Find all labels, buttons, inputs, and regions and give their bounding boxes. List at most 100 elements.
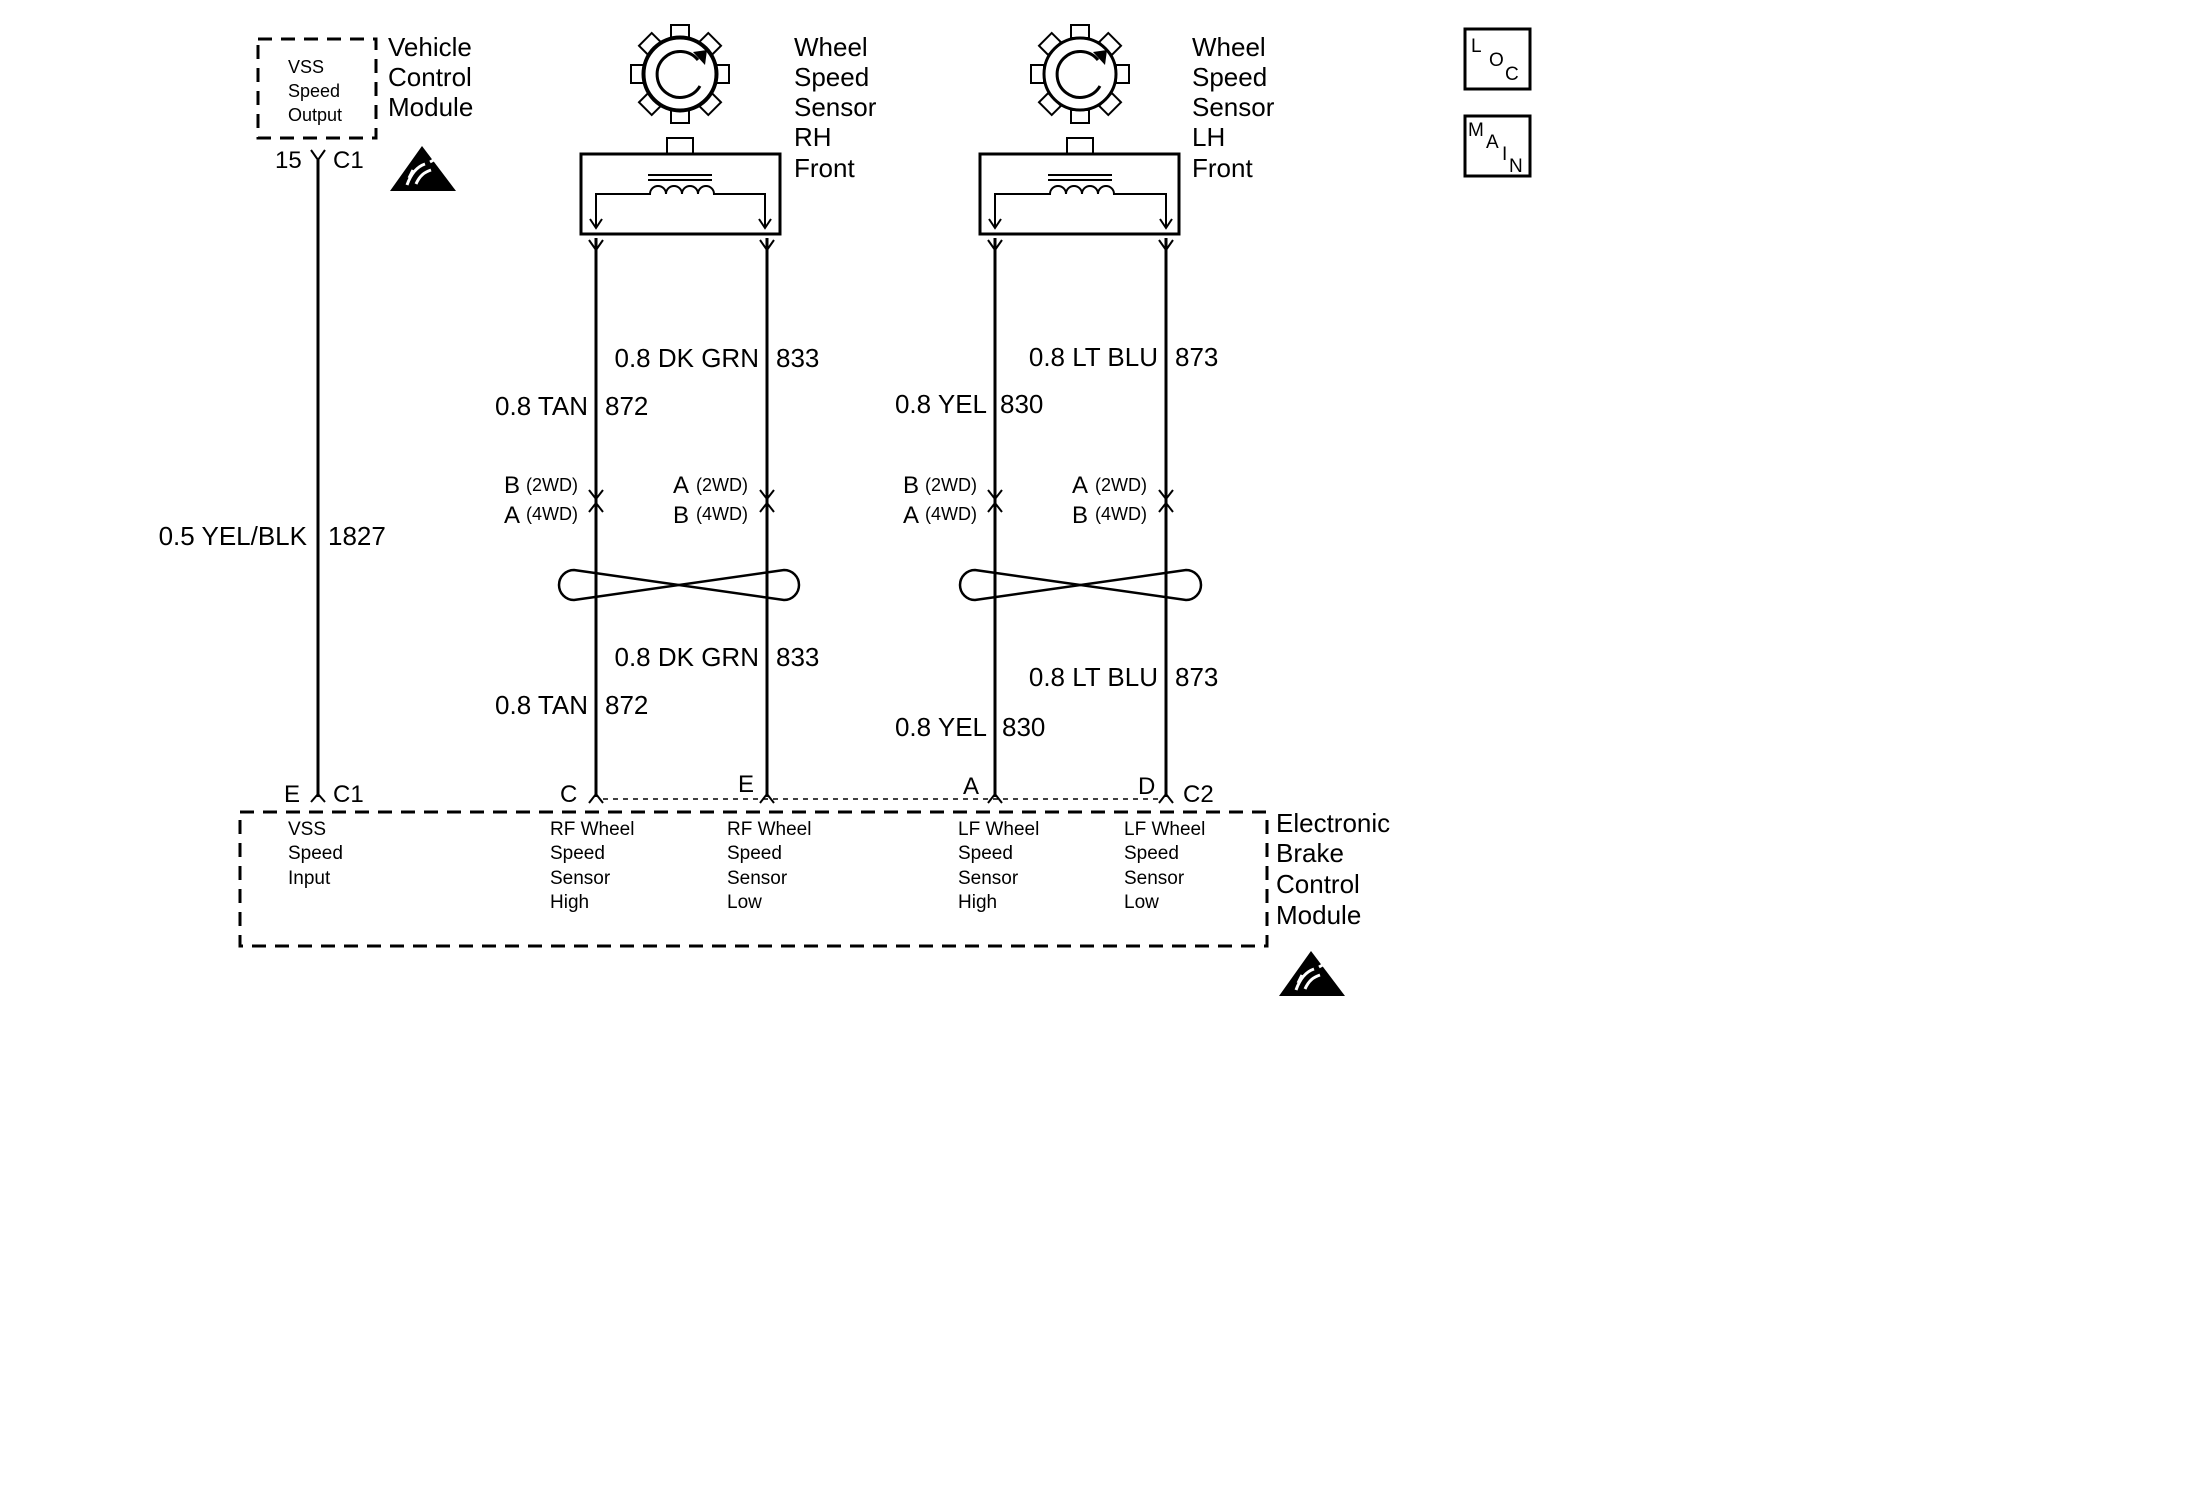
- ebcm-input-lf-low-line-3: Sensor: [1124, 868, 1185, 889]
- main-letter-2: A: [1486, 132, 1499, 153]
- vcm-box: [256, 37, 378, 140]
- ebcm-input-rf-high-line-4: High: [550, 892, 589, 913]
- main-button[interactable]: M A I N: [1463, 114, 1532, 178]
- sensor-lh-label-line-4: LH: [1192, 122, 1225, 152]
- rh-low-pin-4wd: B: [673, 502, 689, 529]
- ebcm-input-lf-high-line-2: Speed: [958, 843, 1013, 864]
- inline-connector-lh-high: [987, 489, 1003, 513]
- loc-letter-2: O: [1489, 50, 1504, 71]
- lh-high-lower-gauge-color: 0.8 YEL: [895, 712, 987, 742]
- ebcm-input-rf-high-line-1: RF Wheel: [550, 819, 634, 840]
- sensor-rh-label-line-1: Wheel: [794, 32, 868, 62]
- inline-connector-lh-low: [1158, 489, 1174, 513]
- lh-low-variant-2wd: (2WD): [1095, 475, 1147, 495]
- ebcm-connector-c2: C2: [1183, 781, 1214, 808]
- vcm-internal-line-2: Speed: [288, 81, 340, 101]
- rh-low-variant-4wd: (4WD): [696, 504, 748, 524]
- vss-wire-gauge-color: 0.5 YEL/BLK: [159, 521, 308, 551]
- ebcm-box: [238, 810, 1269, 948]
- rh-low-upper-gauge-color: 0.8 DK GRN: [615, 343, 760, 373]
- electronic-brake-control-module: E C1 C E A D C2 VSS Speed Input RF Wheel…: [238, 771, 1390, 996]
- lh-high-pin-4wd: A: [903, 502, 919, 529]
- lh-high-variant-4wd: (4WD): [925, 504, 977, 524]
- rh-high-pin-4wd: A: [504, 502, 520, 529]
- sensor-lh-label-line-5: Front: [1192, 153, 1253, 183]
- terminal-rh-high-bottom: [588, 792, 604, 804]
- vcm-pin: 15: [275, 147, 302, 174]
- loc-button[interactable]: L O C: [1463, 27, 1532, 91]
- lh-high-variant-2wd: (2WD): [925, 475, 977, 495]
- main-letter-3: I: [1502, 144, 1507, 165]
- vcm-internal-line-1: VSS: [288, 57, 324, 77]
- wiring-diagram: VSS Speed Output Vehicle Control Module …: [159, 24, 1532, 996]
- ebcm-label-line-3: Control: [1276, 869, 1360, 899]
- sensor-rh-label-line-5: Front: [794, 153, 855, 183]
- ebcm-input-rf-low-line-3: Sensor: [727, 868, 788, 889]
- twisted-pair-rh-icon: [557, 568, 801, 602]
- sensor-lh-label-line-2: Speed: [1192, 62, 1267, 92]
- sensor-lh-label-line-3: Sensor: [1192, 92, 1275, 122]
- esd-warning-icon: [390, 146, 456, 191]
- ebcm-connector-c1: C1: [333, 781, 364, 808]
- vcm-label-line-1: Vehicle: [388, 32, 472, 62]
- vcm-label-line-2: Control: [388, 62, 472, 92]
- sensor-lh-coil-icon: [988, 174, 1173, 230]
- lh-low-upper-circuit: 873: [1175, 342, 1218, 372]
- terminal-lh-low-top: [1158, 239, 1174, 252]
- sensor-rh-coil-icon: [589, 174, 772, 230]
- ebcm-pin-lf-low: D: [1138, 773, 1155, 800]
- inline-connector-rh-low: [759, 489, 775, 513]
- vss-wire-circuit: 1827: [328, 521, 386, 551]
- lh-low-lower-gauge-color: 0.8 LT BLU: [1029, 662, 1158, 692]
- ebcm-input-vss-line-2: Speed: [288, 843, 343, 864]
- terminal-rh-high-top: [588, 239, 604, 252]
- ebcm-input-rf-low-line-1: RF Wheel: [727, 819, 811, 840]
- sensor-wires: [557, 238, 1203, 804]
- ebcm-input-rf-high-line-2: Speed: [550, 843, 605, 864]
- lh-high-lower-circuit: 830: [1002, 712, 1045, 742]
- terminal-rh-low-top: [759, 239, 775, 252]
- vss-circuit: 0.5 YEL/BLK 1827: [159, 149, 386, 803]
- twisted-pair-lh-icon: [958, 568, 1203, 602]
- lower-wire-labels: 0.8 TAN 872 0.8 DK GRN 833 0.8 YEL 830 0…: [495, 642, 1218, 742]
- ebcm-input-rf-low-line-4: Low: [727, 892, 762, 913]
- ebcm-input-lf-low-line-4: Low: [1124, 892, 1159, 913]
- sensor-rh-label-line-3: Sensor: [794, 92, 877, 122]
- ebcm-input-lf-low-line-2: Speed: [1124, 843, 1179, 864]
- sensor-rh-label-line-2: Speed: [794, 62, 869, 92]
- ebcm-label-line-1: Electronic: [1276, 808, 1390, 838]
- vehicle-control-module: VSS Speed Output Vehicle Control Module …: [256, 32, 473, 191]
- ebcm-input-lf-high-line-3: Sensor: [958, 868, 1019, 889]
- lh-low-lower-circuit: 873: [1175, 662, 1218, 692]
- ebcm-pin-lf-high: A: [963, 773, 979, 800]
- rh-high-lower-gauge-color: 0.8 TAN: [495, 690, 588, 720]
- wheel-speed-sensor-rh: Wheel Speed Sensor RH Front: [579, 24, 877, 236]
- ebcm-input-rf-high-line-3: Sensor: [550, 868, 611, 889]
- rh-low-upper-circuit: 833: [776, 343, 819, 373]
- rh-low-lower-circuit: 833: [776, 642, 819, 672]
- main-letter-1: M: [1468, 120, 1484, 141]
- rh-high-variant-2wd: (2WD): [526, 475, 578, 495]
- rh-high-pin-2wd: B: [504, 472, 520, 499]
- ebcm-input-vss-line-3: Input: [288, 868, 331, 889]
- rh-low-variant-2wd: (2WD): [696, 475, 748, 495]
- ebcm-input-lf-low-line-1: LF Wheel: [1124, 819, 1205, 840]
- lh-low-variant-4wd: (4WD): [1095, 504, 1147, 524]
- tone-wheel-lh-icon: [1030, 24, 1130, 124]
- ebcm-pin-rf-high: C: [560, 781, 577, 808]
- ebcm-pin-vss: E: [284, 781, 300, 808]
- ebcm-input-lf-high-line-4: High: [958, 892, 997, 913]
- ebcm-pin-rf-low: E: [738, 771, 754, 798]
- terminal-lh-high-top: [987, 239, 1003, 252]
- vcm-internal-line-3: Output: [288, 105, 342, 125]
- ebcm-input-lf-high-line-1: LF Wheel: [958, 819, 1039, 840]
- ebcm-label-line-4: Module: [1276, 900, 1361, 930]
- loc-letter-3: C: [1505, 64, 1519, 85]
- sensor-rh-stub: [666, 137, 694, 155]
- tone-wheel-rh-icon: [630, 24, 730, 124]
- upper-wire-labels: 0.8 TAN 872 0.8 DK GRN 833 0.8 YEL 830 0…: [495, 342, 1218, 421]
- rh-high-variant-4wd: (4WD): [526, 504, 578, 524]
- vcm-label-line-3: Module: [388, 92, 473, 122]
- lh-low-upper-gauge-color: 0.8 LT BLU: [1029, 342, 1158, 372]
- sensor-rh-label-line-4: RH: [794, 122, 832, 152]
